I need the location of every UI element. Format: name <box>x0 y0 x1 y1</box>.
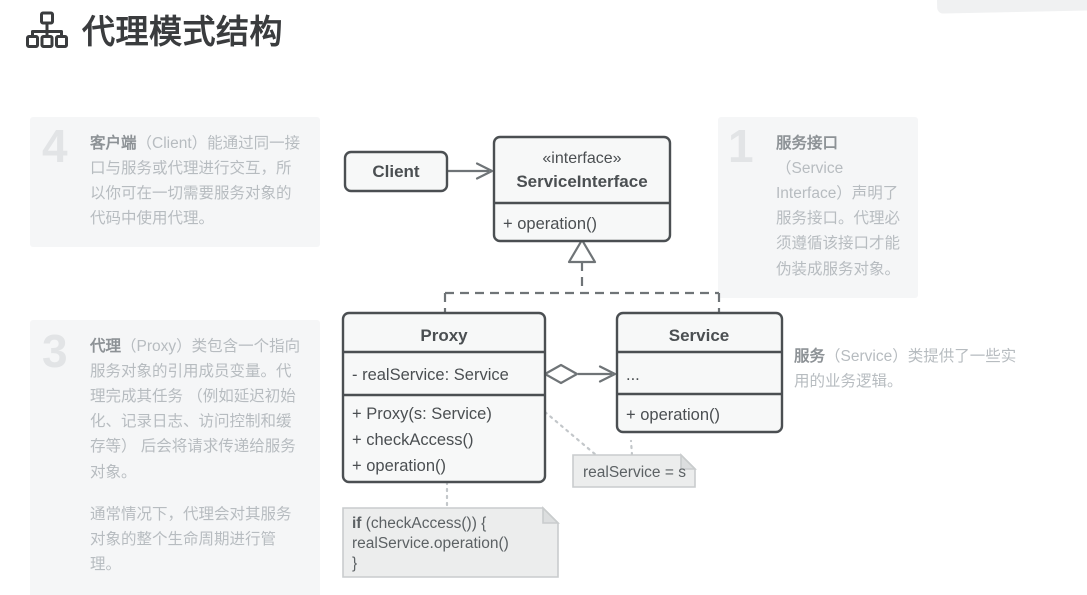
class-method-service-operation: + operation() <box>626 406 720 424</box>
class-box-service[interactable]: Service ... + operation() <box>615 311 784 434</box>
class-box-client[interactable]: Client <box>343 150 449 193</box>
annotation-term-service: 服务 <box>794 348 826 365</box>
annotation-text-proxy: （Proxy）类包含一个指向服务对象的引用成员变量。代理完成其任务 （例如延迟初… <box>90 338 301 481</box>
class-method-checkaccess: + checkAccess() <box>352 431 474 449</box>
annotation-body-client: 客户端（Client）能通过同一接口与服务或代理进行交互，所以你可在一切需要服务… <box>52 131 302 231</box>
class-name-service-interface: ServiceInterface <box>516 172 647 191</box>
note-line-call: realService.operation() <box>352 535 509 552</box>
class-name-service: Service <box>669 326 730 345</box>
note-line-close: } <box>352 555 357 572</box>
note-operation-body[interactable]: if (checkAccess()) { realService.operati… <box>342 506 560 578</box>
class-field-realservice: - realService: Service <box>352 366 509 384</box>
sitemap-icon <box>26 11 68 48</box>
annotation-body-service: 服务（Service）类提供了一些实用的业务逻辑。 <box>740 344 1030 394</box>
annotation-term-client: 客户端 <box>90 135 137 152</box>
relation-realization-bus <box>443 238 721 313</box>
annotation-text-service-interface: （Service Interface）声明了服务接口。代理必须遵循该接口才能伪装… <box>776 160 901 278</box>
annotation-proxy: 3 代理（Proxy）类包含一个指向服务对象的引用成员变量。代理完成其任务 （例… <box>30 320 320 595</box>
class-field-service-ellipsis: ... <box>626 366 640 384</box>
class-method-proxy-operation: + operation() <box>352 457 446 475</box>
note-realservice-assignment[interactable]: realService = s <box>572 453 697 488</box>
class-name-proxy: Proxy <box>420 326 468 345</box>
annotation-client: 4 客户端（Client）能通过同一接口与服务或代理进行交互，所以你可在一切需要… <box>30 117 320 248</box>
class-box-proxy[interactable]: Proxy - realService: Service + Proxy(s: … <box>341 311 547 484</box>
hollow-triangle-icon <box>567 238 597 264</box>
annotation-number-4: 4 <box>42 120 68 172</box>
annotation-text-client: （Client）能通过同一接口与服务或代理进行交互，所以你可在一切需要服务对象的… <box>90 135 301 228</box>
class-member-operation: + operation() <box>503 215 597 233</box>
annotation-term-proxy: 代理 <box>90 338 122 355</box>
note-line-if: if (checkAccess()) { <box>352 515 486 532</box>
annotation-text-service: （Service）类提供了一些实用的业务逻辑。 <box>794 348 1017 391</box>
annotation-body-proxy: 代理（Proxy）类包含一个指向服务对象的引用成员变量。代理完成其任务 （例如延… <box>52 334 302 577</box>
annotation-service-interface: 1 服务接口 （Service Interface）声明了服务接口。代理必须遵循该… <box>718 117 918 298</box>
class-method-proxy-ctor: + Proxy(s: Service) <box>352 405 492 423</box>
annotation-number-3: 3 <box>42 325 68 377</box>
class-box-service-interface[interactable]: «interface» ServiceInterface + operation… <box>492 135 672 243</box>
class-name-client: Client <box>372 162 420 181</box>
annotation-term-service-interface: 服务接口 <box>776 135 839 152</box>
relation-client-to-serviceinterface <box>447 162 494 180</box>
annotation-body-service-interface: 服务接口 （Service Interface）声明了服务接口。代理必须遵循该接口… <box>740 131 900 282</box>
annotation-text-proxy-2: 通常情况下，代理会对其服务对象的整个生命周期进行管理。 <box>90 505 292 573</box>
corner-decoration <box>936 0 1087 14</box>
annotation-number-1: 1 <box>728 120 754 172</box>
page-title: 代理模式结构 <box>82 12 283 50</box>
note-text-realservice: realService = s <box>583 464 686 481</box>
hollow-diamond-icon <box>543 363 579 385</box>
note-keyword-if: if <box>352 515 362 532</box>
relation-aggregation-proxy-service <box>543 363 617 385</box>
class-stereotype-service-interface: «interface» <box>542 150 621 167</box>
page-header: 代理模式结构 <box>26 10 283 52</box>
